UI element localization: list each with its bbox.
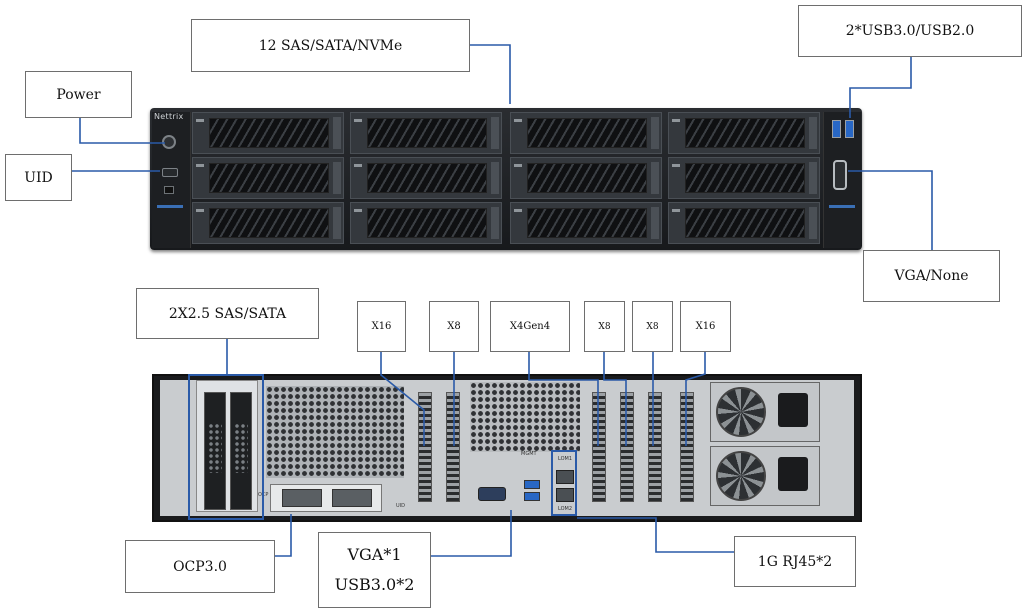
drive-bay-9 (192, 202, 344, 244)
right-ear-blue-tab (829, 205, 855, 208)
drive-bay-11 (510, 202, 662, 244)
pcie-slot-2 (446, 392, 460, 502)
uid-silk: UID (396, 503, 405, 509)
leader-drives (470, 44, 511, 104)
label-front-drives: 12 SAS/SATA/NVMe (191, 19, 470, 72)
left-ear-blue-tab (157, 205, 183, 208)
leader-power (79, 118, 165, 144)
drive-bay-3 (510, 112, 662, 154)
label-slot-x8-a: X8 (429, 301, 479, 352)
psu-fan-1 (716, 387, 766, 437)
label-rj45: 1G RJ45*2 (734, 536, 856, 587)
drive-bay-7 (510, 157, 662, 199)
pcie-slot-6 (648, 392, 662, 502)
pcie-slot-1 (418, 392, 432, 502)
leader-x16b (685, 352, 706, 446)
drive-bay-8 (668, 157, 820, 199)
rj45-port-1 (556, 470, 574, 484)
front-usb-port-2 (845, 120, 854, 138)
psu-fan-2 (716, 451, 766, 501)
pcie-slot-5 (620, 392, 634, 502)
label-slot-x4gen4: X4Gen4 (490, 301, 570, 352)
label-uid: UID (5, 154, 72, 201)
ocp-port-1 (282, 489, 322, 507)
label-ocp: OCP3.0 (125, 540, 275, 593)
drive-bay-12 (668, 202, 820, 244)
power-socket-1 (778, 393, 808, 427)
rj45-port-2 (556, 488, 574, 502)
rear-disk-tray-1 (204, 392, 226, 510)
front-left-ear (152, 112, 191, 248)
leader-rj45 (577, 517, 734, 553)
pcie-slot-4 (592, 392, 606, 502)
ocp-port-2 (332, 489, 372, 507)
rj45-highlight (551, 450, 577, 516)
rear-disk-tray-2 (230, 392, 252, 510)
label-rear-vga: VGA*1 (347, 545, 402, 564)
rear-vent-center (470, 382, 580, 452)
leader-vga (848, 170, 933, 250)
leader-ocp (275, 514, 292, 557)
drive-bay-5 (192, 157, 344, 199)
drive-bay-2 (350, 112, 502, 154)
uid-button-icon (162, 168, 178, 177)
label-rear-usb: USB3.0*2 (334, 575, 415, 594)
leader-x16a (380, 352, 425, 446)
label-power: Power (25, 71, 132, 118)
power-button-icon (162, 135, 176, 149)
rear-usb-port-2 (524, 492, 540, 501)
drive-bay-10 (350, 202, 502, 244)
power-socket-2 (778, 457, 808, 491)
rear-vga-port (478, 487, 506, 501)
lom1-silk: LOM1 (558, 456, 573, 462)
rear-drives-highlight (188, 374, 264, 520)
rear-usb-port-1 (524, 480, 540, 489)
brand-logo: Nettrix (154, 112, 184, 121)
label-front-usb: 2*USB3.0/USB2.0 (798, 5, 1022, 57)
label-slot-x16-a: X16 (357, 301, 406, 352)
drive-bay-1 (192, 112, 344, 154)
lom2-silk: LOM2 (558, 506, 573, 512)
mgmt-silk: MGMT (521, 451, 537, 457)
pcie-slot-7 (680, 392, 694, 502)
drive-bay-6 (350, 157, 502, 199)
front-vga-port (833, 160, 847, 190)
front-small-port (164, 186, 174, 194)
label-slot-x8-c: X8 (632, 301, 673, 352)
label-slot-x8-b: X8 (584, 301, 625, 352)
rear-vent-left (266, 386, 404, 478)
leader-usb (849, 57, 912, 118)
front-usb-port-1 (832, 120, 841, 138)
leader-x8b (603, 352, 627, 446)
label-rear-vga-usb: VGA*1 USB3.0*2 (318, 532, 431, 608)
leader-x4 (528, 352, 599, 446)
label-rear-drives: 2X2.5 SAS/SATA (136, 288, 319, 339)
leader-vga-rear (431, 510, 512, 557)
label-front-vga: VGA/None (863, 250, 1000, 302)
label-slot-x16-b: X16 (680, 301, 731, 352)
drive-bay-4 (668, 112, 820, 154)
